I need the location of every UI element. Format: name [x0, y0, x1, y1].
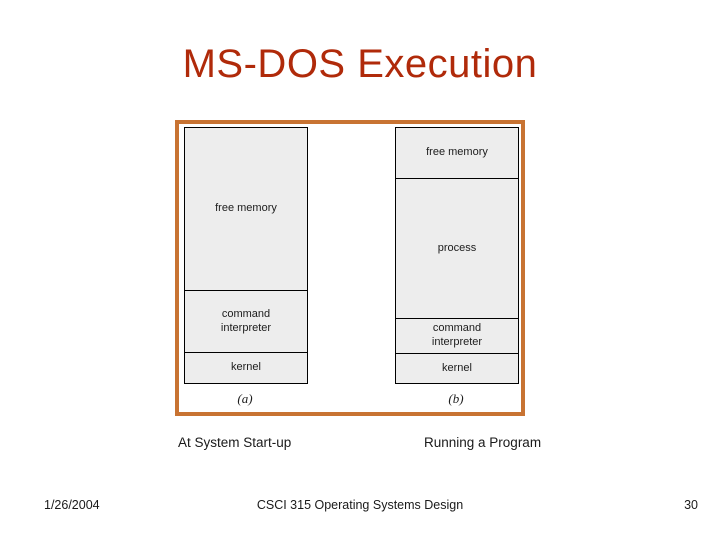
- memory-section-label: process: [437, 241, 477, 254]
- memory-box-running: free memory process command interpreter …: [395, 127, 519, 384]
- memory-section-label: command interpreter: [431, 322, 483, 348]
- memory-section-command-interpreter: command interpreter: [185, 290, 307, 352]
- memory-section-kernel: kernel: [396, 353, 518, 383]
- footer-page-number: 30: [684, 498, 698, 512]
- memory-diagram-figure: free memory command interpreter kernel f…: [175, 120, 525, 416]
- memory-section-label: free memory: [215, 202, 277, 215]
- caption-startup: At System Start-up: [178, 435, 292, 450]
- memory-section-free-memory: free memory: [185, 128, 307, 290]
- memory-section-label: kernel: [442, 361, 472, 374]
- footer-course: CSCI 315 Operating Systems Design: [256, 498, 464, 512]
- figure-label-a: (a): [237, 391, 253, 406]
- memory-section-label: command interpreter: [220, 307, 272, 334]
- figure-label-b: (b): [448, 391, 464, 406]
- memory-section-process: process: [396, 178, 518, 318]
- memory-section-kernel: kernel: [185, 352, 307, 383]
- memory-section-command-interpreter: command interpreter: [396, 318, 518, 353]
- memory-section-label: free memory: [426, 146, 488, 159]
- memory-box-startup: free memory command interpreter kernel: [184, 127, 308, 384]
- footer-date: 1/26/2004: [44, 498, 100, 512]
- memory-section-label: kernel: [231, 361, 261, 374]
- memory-section-free-memory: free memory: [396, 128, 518, 178]
- caption-running: Running a Program: [424, 435, 542, 450]
- page-title: MS-DOS Execution: [182, 42, 538, 86]
